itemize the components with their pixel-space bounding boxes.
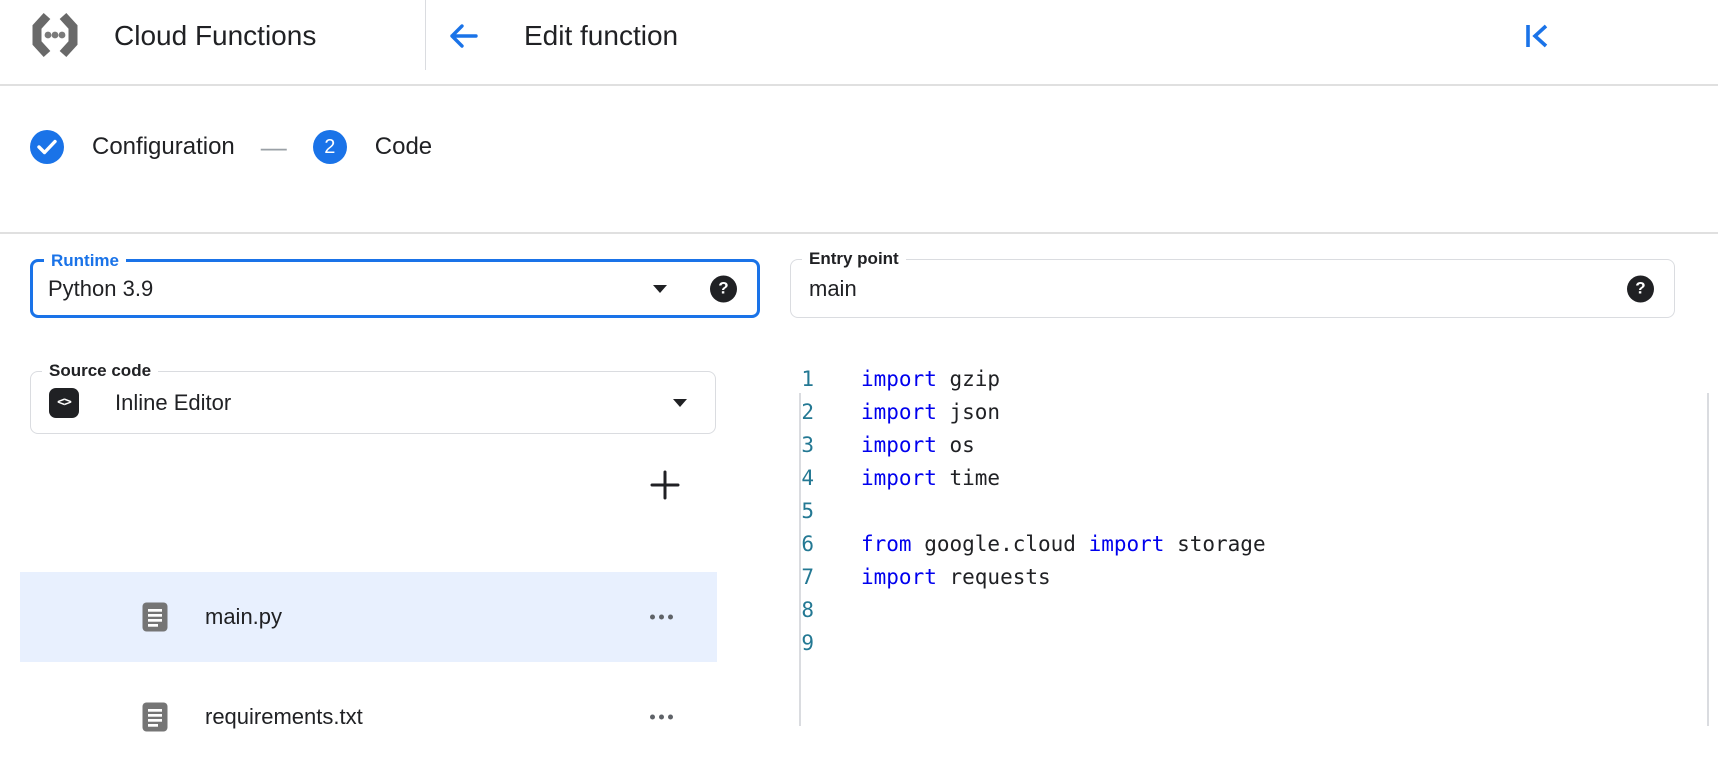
code-text: import gzip [861,366,1001,391]
code-text: import os [861,432,975,457]
runtime-help-icon[interactable]: ? [710,275,737,302]
line-number: 3 [801,432,814,457]
editor-scrollbar[interactable] [1707,393,1709,726]
collapse-panel-button[interactable] [1520,19,1554,53]
step-configuration-label[interactable]: Configuration [92,133,235,160]
code-line-4[interactable]: 4 import time [782,461,1266,494]
runtime-label: Runtime [44,251,126,272]
line-number: 8 [801,597,814,622]
line-number: 4 [801,465,814,490]
code-line-6[interactable]: 6 from google.cloud import storage [782,527,1266,560]
code-text: import json [861,399,1001,424]
entry-point-label: Entry point [802,249,906,270]
line-number: 2 [801,399,814,424]
collapse-left-icon [1520,24,1554,56]
code-line-2[interactable]: 2 import json [782,395,1266,428]
file-row-main.py[interactable]: main.py [20,572,717,662]
app-header: Cloud Functions Edit function [0,0,1718,86]
plus-icon [646,470,684,507]
three-dots-icon [650,614,655,620]
entry-point-help-icon[interactable]: ? [1627,275,1654,302]
code-text: from google.cloud import storage [861,531,1266,556]
file-name: main.py [205,604,283,629]
caret-down-icon [653,284,667,293]
stepper: Configuration — 2 Code [30,129,432,165]
code-text: import requests [861,564,1051,589]
line-number: 7 [801,564,814,589]
line-number: 9 [801,630,814,655]
code-line-9[interactable]: 9 [782,626,1266,659]
source-code-value: Inline Editor [115,389,232,415]
stepper-connector: — [260,131,287,162]
code-text: import time [861,465,1001,490]
file-document-icon [142,602,168,632]
code-line-8[interactable]: 8 [782,593,1266,626]
step-code-number: 2 [324,135,336,158]
source-code-label: Source code [42,361,159,382]
runtime-select[interactable]: Runtime Python 3.9 ? [30,251,760,318]
code-line-1[interactable]: 1 import gzip [782,362,1266,395]
section-divider [0,232,1718,234]
step-code-circle[interactable]: 2 [312,130,347,164]
code-line-3[interactable]: 3 import os [782,428,1266,461]
file-document-icon [142,702,168,732]
arrow-back-icon [446,24,480,56]
code-line-5[interactable]: 5 [782,494,1266,527]
add-file-button[interactable] [646,466,684,504]
inline-editor-icon: <> [49,387,79,418]
code-line-7[interactable]: 7 import requests [782,560,1266,593]
entry-point-field[interactable]: Entry point main ? [790,249,1675,318]
line-number: 1 [801,366,814,391]
product-title: Cloud Functions [114,20,317,51]
file-name: requirements.txt [205,704,363,729]
file-row-requirements.txt[interactable]: requirements.txt [20,672,717,762]
file-menu-button[interactable] [644,709,679,726]
line-number: 5 [801,498,814,523]
line-number: 6 [801,531,814,556]
code-editor[interactable]: 1 import gzip 2 import json 3 import os 4 impor… [782,362,1266,659]
header-divider [425,0,426,70]
cloud-functions-logo-icon [28,11,82,59]
file-menu-button[interactable] [644,609,679,626]
caret-down-icon [673,398,687,407]
entry-point-value: main [809,275,857,301]
three-dots-icon [650,714,655,720]
file-list: main.py requirements.txt [20,572,717,772]
step-configuration-check-icon[interactable] [30,130,64,164]
runtime-value: Python 3.9 [48,275,154,301]
step-code-label[interactable]: Code [374,133,433,160]
page-title: Edit function [524,20,679,51]
back-button[interactable] [446,19,480,53]
editor-gutter-divider [799,393,801,726]
source-code-select[interactable]: Source code <> Inline Editor [30,361,716,434]
